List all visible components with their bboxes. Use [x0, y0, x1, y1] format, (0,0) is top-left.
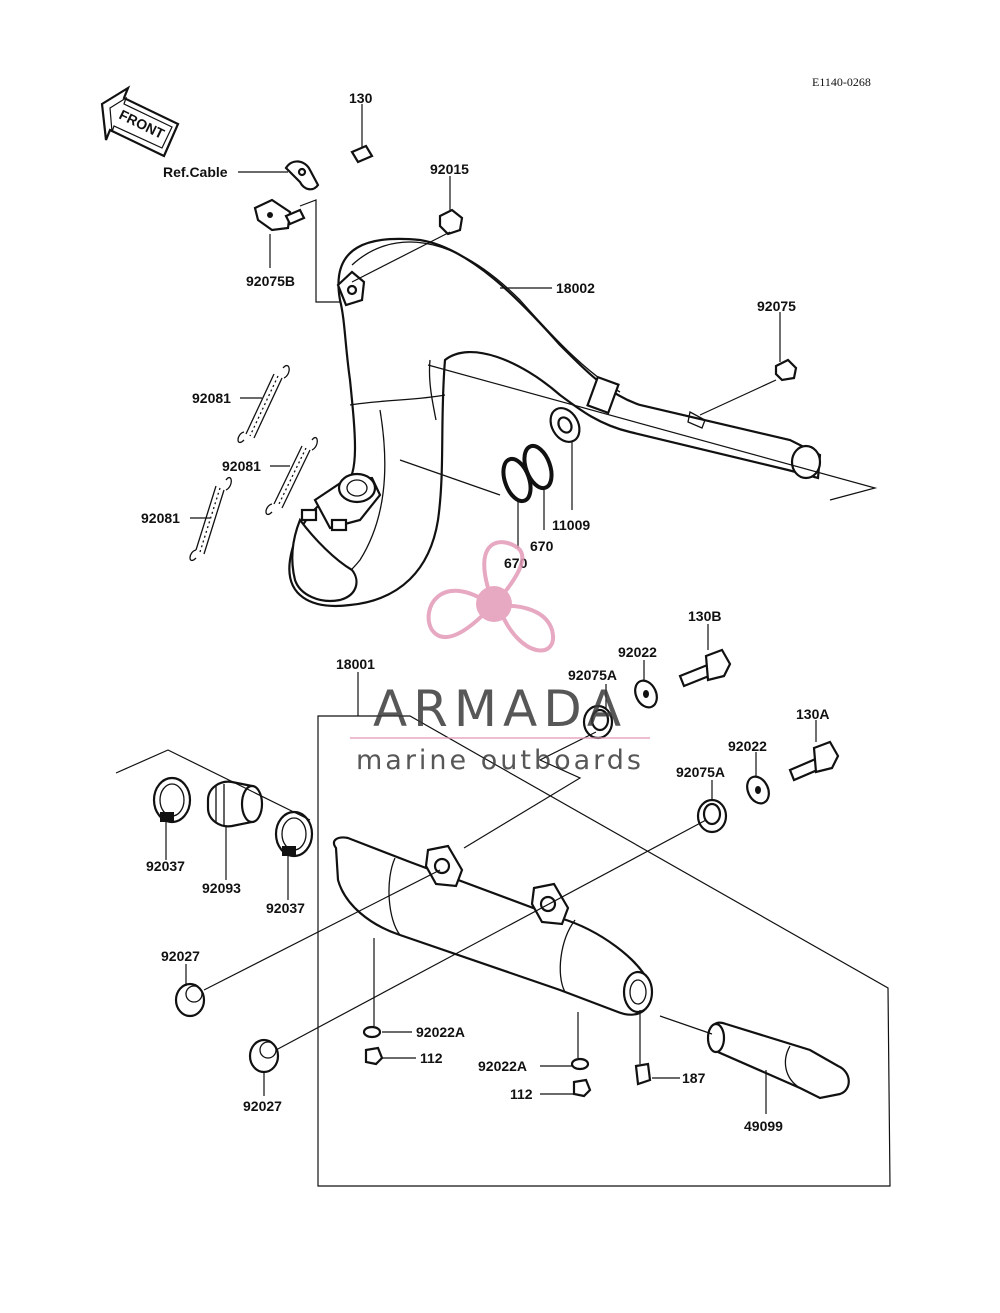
watermark-brand: ARMADA: [373, 680, 627, 738]
label-92075A-b: 92075A: [676, 764, 725, 780]
label-92081-a: 92081: [192, 390, 231, 406]
label-92027-b: 92027: [243, 1098, 282, 1114]
label-92075: 92075: [757, 298, 796, 314]
grommet-92027-a: [174, 982, 206, 1018]
label-130B: 130B: [688, 608, 721, 624]
grommet-92075A-b: [696, 798, 728, 834]
label-92075A-a: 92075A: [568, 667, 617, 683]
cable-clamp: [253, 144, 374, 232]
washer-92022-a: [634, 679, 658, 709]
label-92081-c: 92081: [141, 510, 180, 526]
label-ref-cable: Ref.Cable: [163, 164, 228, 180]
label-92037-b: 92037: [266, 900, 305, 916]
label-92015: 92015: [430, 161, 469, 177]
label-130: 130: [349, 90, 373, 106]
label-92022A-a: 92022A: [416, 1024, 465, 1040]
label-18002: 18002: [556, 280, 595, 296]
label-92022-a: 92022: [618, 644, 657, 660]
watermark: ARMADA marine outboards: [350, 540, 650, 776]
sleeve-92093: [206, 780, 264, 828]
label-18001: 18001: [336, 656, 375, 672]
leader-lines: [115, 104, 891, 1187]
label-112-a: 112: [420, 1050, 443, 1066]
nut-92015: [438, 208, 464, 236]
bolt-112-a: [364, 1046, 384, 1066]
washer-92022A-a: [362, 1025, 382, 1039]
spring-92081-a: [237, 364, 290, 444]
label-92022A-b: 92022A: [478, 1058, 527, 1074]
label-92075B: 92075B: [246, 273, 295, 289]
label-112-b: 112: [510, 1086, 533, 1102]
label-92093: 92093: [202, 880, 241, 896]
bolt-130A: [788, 740, 840, 782]
silencer-18001: [332, 836, 654, 1016]
label-49099: 49099: [744, 1118, 783, 1134]
tail-pipe-49099: [706, 1021, 850, 1100]
diagram-code: E1140-0268: [812, 75, 871, 89]
grommet-92027-b: [248, 1038, 280, 1074]
bolt-130B: [678, 648, 732, 688]
label-92037-a: 92037: [146, 858, 185, 874]
label-670-b: 670: [530, 538, 554, 554]
washer-92022A-b: [570, 1057, 590, 1071]
washer-92022-b: [746, 775, 770, 805]
expansion-chamber: [288, 237, 822, 607]
bolt-187: [634, 1062, 652, 1086]
gasket-11009: [549, 407, 581, 443]
label-92022-b: 92022: [728, 738, 767, 754]
nut-92075: [774, 358, 798, 382]
label-11009: 11009: [552, 517, 590, 533]
spring-92081-b: [265, 436, 318, 516]
label-187: 187: [682, 1070, 706, 1086]
grommet-92075A-a: [582, 704, 614, 740]
spring-92081-c: [189, 476, 232, 562]
front-arrow-icon: FRONT: [100, 85, 180, 158]
propeller-logo-icon: [426, 540, 556, 653]
label-92081-b: 92081: [222, 458, 261, 474]
part-labels: 130 Ref.Cable 92015 92075B 18002 92075 9…: [141, 90, 829, 1134]
bolt-112-b: [572, 1078, 592, 1098]
watermark-tagline: marine outboards: [356, 745, 644, 776]
label-130A: 130A: [796, 706, 829, 722]
label-92027-a: 92027: [161, 948, 200, 964]
clamp-92037-a: [152, 776, 192, 824]
o-ring-670-b: [522, 443, 554, 491]
